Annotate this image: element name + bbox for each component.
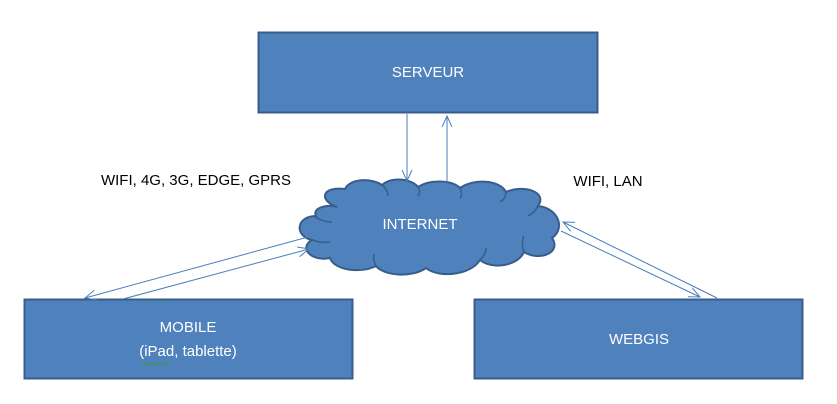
- webgis-node: WEBGIS: [473, 298, 804, 380]
- webgis-box: [473, 298, 804, 380]
- mobile-box: [23, 298, 354, 380]
- arrow-internet-to-webgis: [560, 230, 700, 297]
- mobile-sublabel: (iPad, tablette): [139, 343, 237, 360]
- internet-cloud-inner-curves: [311, 184, 539, 267]
- webgis-link-label: WIFI, LAN: [573, 173, 642, 190]
- arrow-mobile-to-internet: [122, 249, 309, 300]
- arrow-webgis-to-internet: [563, 222, 718, 299]
- serveur-label: SERVEUR: [392, 64, 464, 81]
- spellcheck-underline: [141, 362, 171, 366]
- serveur-node: SERVEUR: [257, 31, 599, 114]
- internet-label: INTERNET: [383, 216, 458, 233]
- serveur-box: [257, 31, 599, 114]
- internet-node: INTERNET: [298, 178, 560, 276]
- mobile-label: MOBILE: [160, 319, 217, 336]
- mobile-node: MOBILE (iPad, tablette): [23, 298, 354, 380]
- webgis-label: WEBGIS: [609, 331, 669, 348]
- arrow-internet-to-mobile: [85, 236, 309, 298]
- mobile-link-label: WIFI, 4G, 3G, EDGE, GPRS: [101, 172, 291, 189]
